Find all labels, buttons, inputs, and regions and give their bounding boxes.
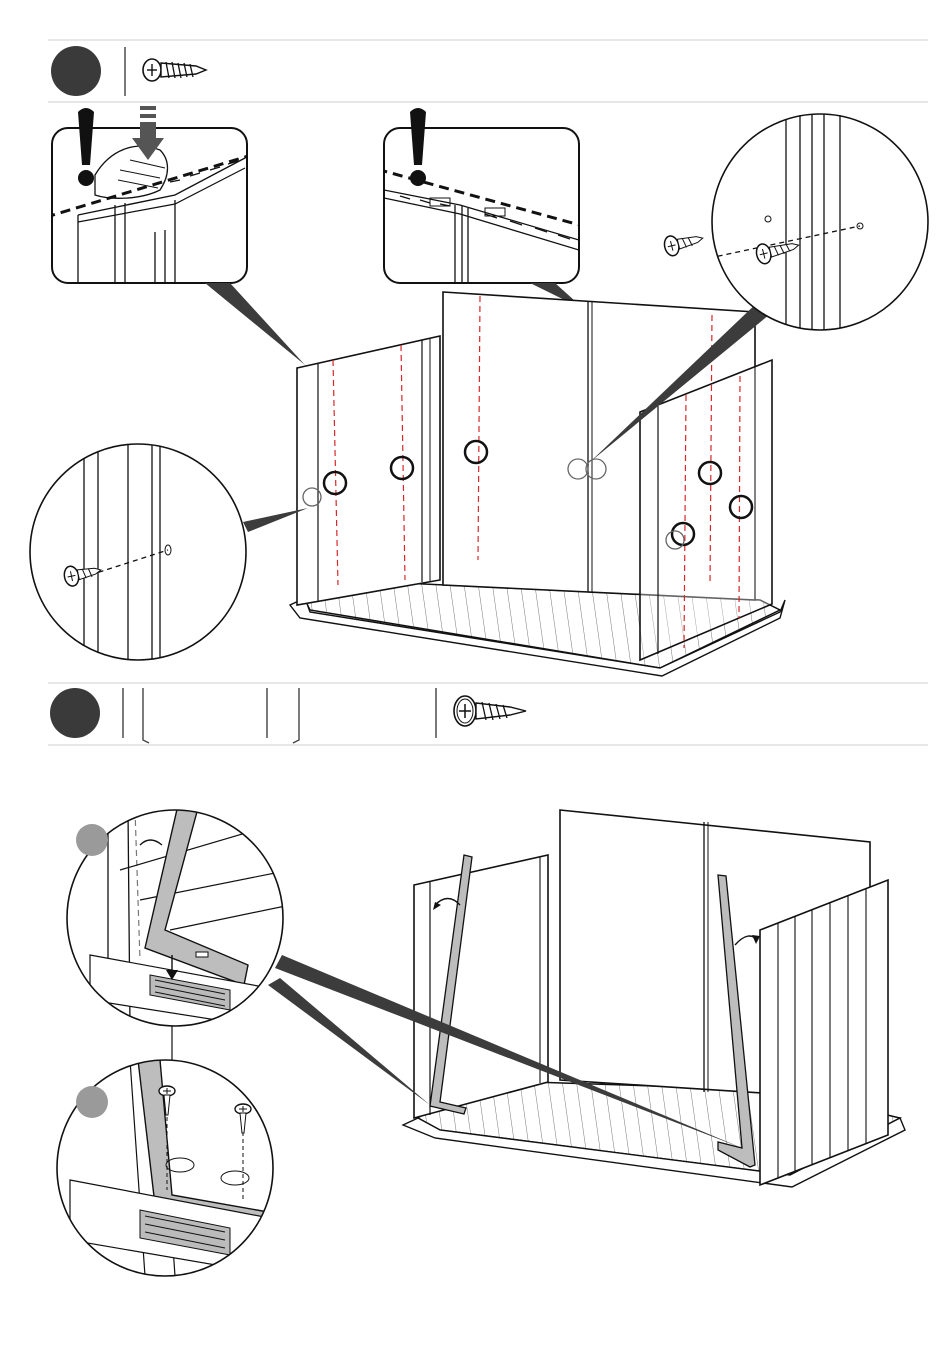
screw-icon <box>662 228 705 257</box>
warning-callout-left <box>30 106 268 283</box>
sub-step-2-badge <box>76 1086 108 1118</box>
screw-icon <box>143 59 206 81</box>
zoom-screw-right <box>662 110 928 335</box>
step-a-badge <box>51 46 101 96</box>
zoom-screw-left <box>30 440 246 660</box>
step-b-header <box>48 683 928 745</box>
step-a-header <box>48 40 928 102</box>
left-rail-icon <box>143 688 149 743</box>
warning-callout-right <box>362 108 605 283</box>
right-rail-icon <box>293 688 299 743</box>
shed-assembly-step-b <box>403 810 905 1187</box>
zoom-rail-bottom <box>57 1060 280 1276</box>
zoom-rail-top <box>67 805 290 1030</box>
sub-step-1-badge <box>76 824 108 856</box>
screw-icon <box>454 696 526 726</box>
step-b-badge <box>50 688 100 738</box>
